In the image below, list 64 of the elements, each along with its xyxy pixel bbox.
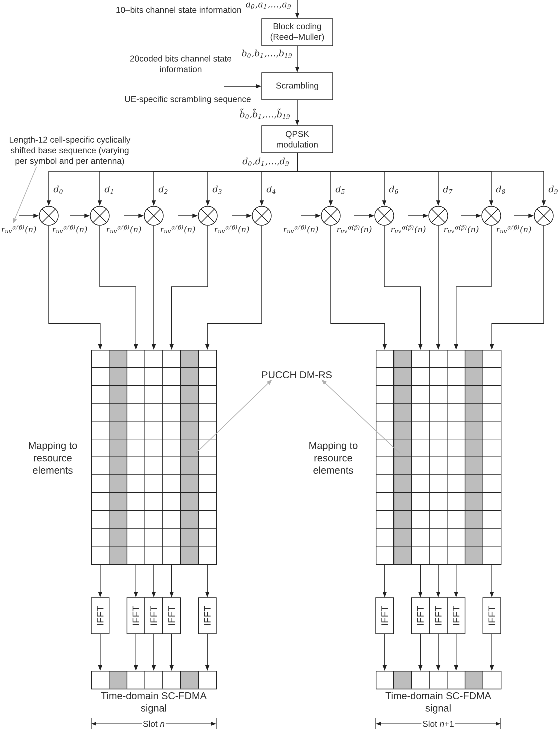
caption-text: Mapping to resource elements [310,442,358,474]
shaded-column [394,350,412,565]
annotation-text: 10–bits channel state information [116,6,242,14]
ifft-box: IFFT [376,598,394,634]
edge-label: d$_{2}$ [158,186,168,194]
annotation-text: Length-12 cell-specific cyclically shifted base sequence (varying per symbol and per antenna) [10,136,131,166]
multiplier-symbol [321,206,341,226]
edge-label: d$_{5}$ [336,186,345,194]
edge-label: d$_{9}$ [548,186,558,194]
multiplier-symbol [39,206,59,226]
edge-label: b̃$_{0}$,b̃$_{1}$,…,b̃$_{19}$ [240,108,290,120]
dimension-label: Slot n [142,720,166,728]
signal-strip [376,671,502,690]
process-box: Scrambling [262,72,334,100]
multiplier-symbol [374,206,394,226]
formula-label: r$_{uv}$$^{α(p̃)}$(n) [2,225,36,234]
ifft-box: IFFT [447,598,466,634]
ifft-box: IFFT [411,598,430,634]
signal-label: d$_{0}$,d$_{1}$,…,d$_{9}$ [242,158,289,166]
ifft-box: IFFT [91,598,110,634]
edge-label: d$_{4}$ [266,186,276,194]
formula-label: r$_{uv}$$^{α(p̃)}$(n) [52,225,88,234]
formula-label: r$_{uv}$$^{α(p̃)}$(n) [337,225,372,234]
edge-label: d$_{7}$ [443,186,453,194]
formula-label: r$_{uv}$$^{α(p̃)}$(n) [160,225,196,234]
caption-text: Time-domain SC-FDMA signal [386,692,492,714]
ifft-box: IFFT [198,598,217,634]
multiplier-symbol [252,206,272,226]
resource-grid [376,350,502,565]
edge-label: d$_{8}$ [496,186,506,194]
caption-text: Mapping to resource elements [29,442,78,474]
formula-label: r$_{uv}$$^{α(p̃)}$(n) [391,225,426,234]
edge-label: d$_{1}$ [104,186,114,194]
shaded-column [180,350,200,565]
edge-label: d$_{3}$ [212,186,222,194]
annotation-text: PUCCH DM-RS [262,371,332,379]
caption-text: Time-domain SC-FDMA signal [101,692,207,714]
ifft-box: IFFT [162,598,182,634]
formula-label: r$_{uv}$$^{α(p̃)}$(n) [284,225,318,234]
multiplier-symbol [428,206,448,226]
formula-label: r$_{uv}$$^{α(p̃)}$(n) [106,225,142,234]
ifft-box: IFFT [144,598,164,634]
dimension-label: Slot n+1 [422,720,456,728]
formula-label: r$_{uv}$$^{α(p̃)}$(n) [444,225,479,234]
multiplier-symbol [534,206,554,226]
edge-label: d$_{6}$ [389,186,398,194]
edge-label: a$_{0}$,a$_{1}$,…,a$_{9}$ [246,2,291,10]
ifft-box: IFFT [429,598,448,634]
multiplier-symbol [90,206,110,226]
edge-label: d$_{0}$ [54,186,63,194]
signal-strip [92,671,218,690]
edge-label: UE-specific scrambling sequence [125,96,251,104]
ifft-box: IFFT [126,598,146,634]
formula-label: r$_{uv}$$^{α(p̃)}$(n) [496,225,532,234]
edge-label: b$_{0}$,b$_{1}$,…,b$_{19}$ [242,50,292,58]
formula-label: r$_{uv}$$^{α(p̃)}$(n) [214,225,250,234]
resource-grid [92,350,218,565]
process-box: Block coding (Reed–Muller) [262,18,334,46]
multiplier-symbol [198,206,218,226]
annotation-text: 20coded bits channel state information [130,56,232,72]
process-box: QPSK modulation [262,126,334,154]
multiplier-symbol [144,206,164,226]
ifft-box: IFFT [482,598,502,634]
multiplier-symbol [482,206,502,226]
